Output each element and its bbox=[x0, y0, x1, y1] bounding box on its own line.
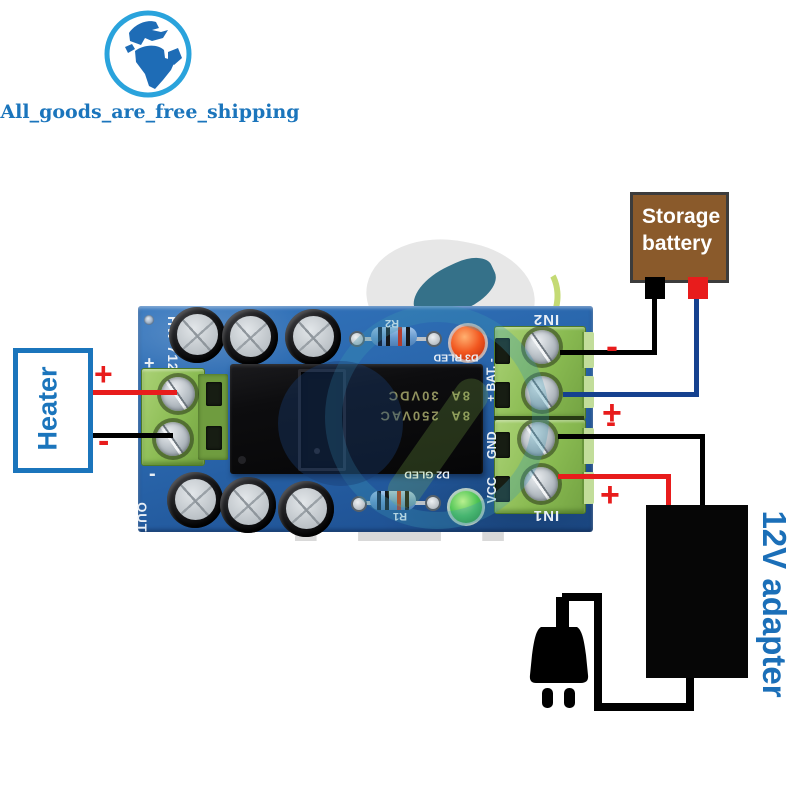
wire-adapter-positive-horizontal bbox=[558, 474, 671, 479]
wire-adapter-positive-vertical bbox=[666, 474, 671, 508]
silkscreen-out-plus: + bbox=[144, 353, 155, 373]
mount-hole bbox=[144, 315, 154, 325]
terminal-screw bbox=[525, 330, 559, 364]
solder-pad bbox=[351, 496, 367, 512]
terminal-screw bbox=[525, 376, 559, 410]
capacitor bbox=[278, 481, 334, 537]
battery-box: Storage battery bbox=[630, 192, 729, 283]
capacitor bbox=[169, 307, 225, 363]
silkscreen-d2: D2 GLED bbox=[404, 468, 450, 481]
wire-slot bbox=[206, 426, 222, 450]
silkscreen-out: OUT bbox=[134, 502, 150, 533]
wire-battery-positive-horizontal bbox=[563, 392, 699, 397]
led-red bbox=[451, 326, 485, 360]
silkscreen-d3: D3 RLED bbox=[433, 351, 479, 364]
polarity-battery-minus: - bbox=[606, 325, 618, 366]
silkscreen-r1: R1 bbox=[392, 510, 408, 522]
resistor-band bbox=[398, 327, 402, 346]
resistor-r2 bbox=[371, 327, 417, 346]
wire-battery-positive-vertical bbox=[694, 296, 699, 397]
relay-rating-text: 8A 250VAC 8A 30VDC bbox=[330, 385, 470, 425]
silkscreen-in1: IN1 bbox=[532, 507, 560, 524]
wire-slot bbox=[495, 338, 510, 364]
silkscreen-in2: IN2 bbox=[532, 311, 560, 328]
wire-heater-positive bbox=[85, 390, 177, 395]
silkscreen-vcc: VCC bbox=[484, 477, 499, 504]
resistor-band bbox=[377, 491, 381, 510]
silkscreen-gnd: GND bbox=[484, 431, 499, 460]
silkscreen-bat: + BAT. - bbox=[484, 358, 498, 402]
silkscreen-r2: R2 bbox=[384, 317, 400, 329]
battery-label-line1: Storage bbox=[642, 205, 721, 228]
silkscreen-out-minus: - bbox=[149, 463, 156, 485]
capacitor bbox=[222, 309, 278, 365]
resistor-band bbox=[385, 491, 389, 510]
battery-label-line2: battery bbox=[642, 232, 713, 256]
wire-battery-negative-horizontal bbox=[560, 350, 657, 355]
wire-slot bbox=[495, 382, 510, 408]
resistor-band bbox=[406, 327, 410, 346]
wire-slot bbox=[206, 382, 222, 406]
wire-slot bbox=[495, 432, 510, 458]
relay-dot bbox=[238, 456, 246, 464]
power-plug-icon bbox=[529, 593, 694, 711]
polarity-battery-plus: + bbox=[602, 394, 622, 432]
relay: 8A 250VAC 8A 30VDC bbox=[230, 364, 483, 474]
globe-icon bbox=[104, 10, 192, 98]
resistor-band bbox=[405, 491, 409, 510]
logo-caption: All_goods_are_free_shipping bbox=[0, 101, 300, 123]
relay-rating-line1: 8A 250VAC bbox=[378, 408, 470, 424]
terminal-screw bbox=[521, 422, 555, 456]
led-green bbox=[450, 491, 482, 523]
polarity-adapter-plus: + bbox=[600, 476, 620, 514]
terminal-side-tab bbox=[582, 472, 594, 504]
solder-pad bbox=[349, 331, 365, 347]
relay-dot bbox=[314, 448, 320, 454]
resistor-r1 bbox=[370, 491, 416, 510]
terminal-screw bbox=[156, 422, 190, 456]
resistor-band bbox=[386, 327, 390, 346]
polarity-heater-plus: + bbox=[94, 356, 113, 392]
polarity-heater-minus: - bbox=[98, 422, 110, 460]
heater-label: Heater bbox=[32, 366, 63, 451]
terminal-seam bbox=[494, 416, 584, 420]
battery-terminal-positive bbox=[688, 277, 708, 299]
relay-rating-line2: 8A 30VDC bbox=[386, 388, 470, 404]
wire-adapter-negative-horizontal bbox=[558, 434, 705, 439]
capacitor bbox=[220, 477, 276, 533]
resistor-band bbox=[378, 327, 382, 346]
terminal-screw bbox=[524, 467, 558, 501]
adapter-box bbox=[646, 505, 748, 678]
wire-adapter-negative-vertical bbox=[700, 434, 705, 508]
solder-pad bbox=[426, 331, 442, 347]
polarity-adapter-minus: - bbox=[606, 406, 616, 439]
wire-battery-negative-vertical bbox=[652, 296, 657, 355]
adapter-label: 12V adapter bbox=[756, 510, 793, 698]
solder-pad bbox=[425, 495, 441, 511]
heater-box: Heater bbox=[13, 348, 93, 473]
wire-slot bbox=[495, 476, 510, 502]
pcb-board: HW-712 + - OUT 8A 250VAC 8A 30VDC bbox=[135, 306, 594, 537]
capacitor bbox=[167, 472, 223, 528]
plug-cable bbox=[562, 593, 694, 711]
capacitor bbox=[285, 309, 341, 365]
wire-heater-negative bbox=[85, 433, 173, 438]
resistor-band bbox=[397, 491, 401, 510]
battery-terminal-negative bbox=[645, 277, 665, 299]
relay-window bbox=[298, 369, 346, 471]
